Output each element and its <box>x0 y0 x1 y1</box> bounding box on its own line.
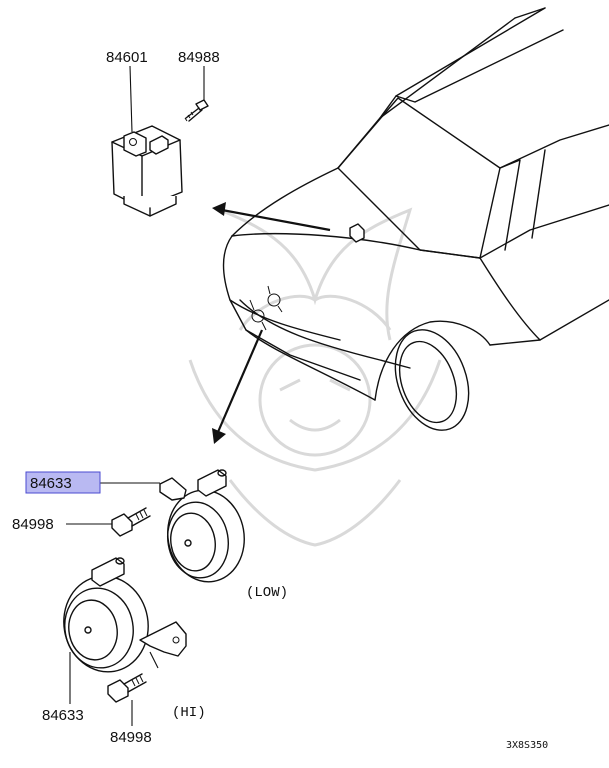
arrow-to-horn <box>216 329 264 433</box>
part-number-horn-high[interactable]: 84633 <box>42 707 84 724</box>
part-number-horn-high-bolt[interactable]: 84998 <box>110 729 152 746</box>
arrow-head-relay <box>212 202 226 216</box>
part-number-relay[interactable]: 84601 <box>106 49 148 66</box>
horn-relay <box>111 125 183 217</box>
arrow-to-relay <box>221 208 331 232</box>
label-high: (HI) <box>172 705 206 721</box>
leader-horn-high-bracket <box>149 651 159 669</box>
part-number-horn-low-bolt[interactable]: 84998 <box>12 516 54 533</box>
leader-relay <box>129 65 133 133</box>
relay-screw <box>184 99 209 122</box>
watermark-emblem <box>188 207 442 547</box>
horn-high <box>63 557 187 673</box>
part-number-horn-low[interactable]: 84633 <box>30 475 72 492</box>
part-number-relay-screw[interactable]: 84988 <box>178 49 220 66</box>
car-body-outline <box>222 7 609 431</box>
part-highlight-box <box>25 471 101 494</box>
diagram-code: 3X8S350 <box>506 740 548 751</box>
horn-low-bolt <box>111 507 151 537</box>
horn-low <box>159 469 245 583</box>
location-arrows <box>212 202 331 444</box>
horn-high-bolt <box>107 673 147 703</box>
label-low: (LOW) <box>246 585 288 601</box>
arrow-head-horn <box>212 428 226 444</box>
